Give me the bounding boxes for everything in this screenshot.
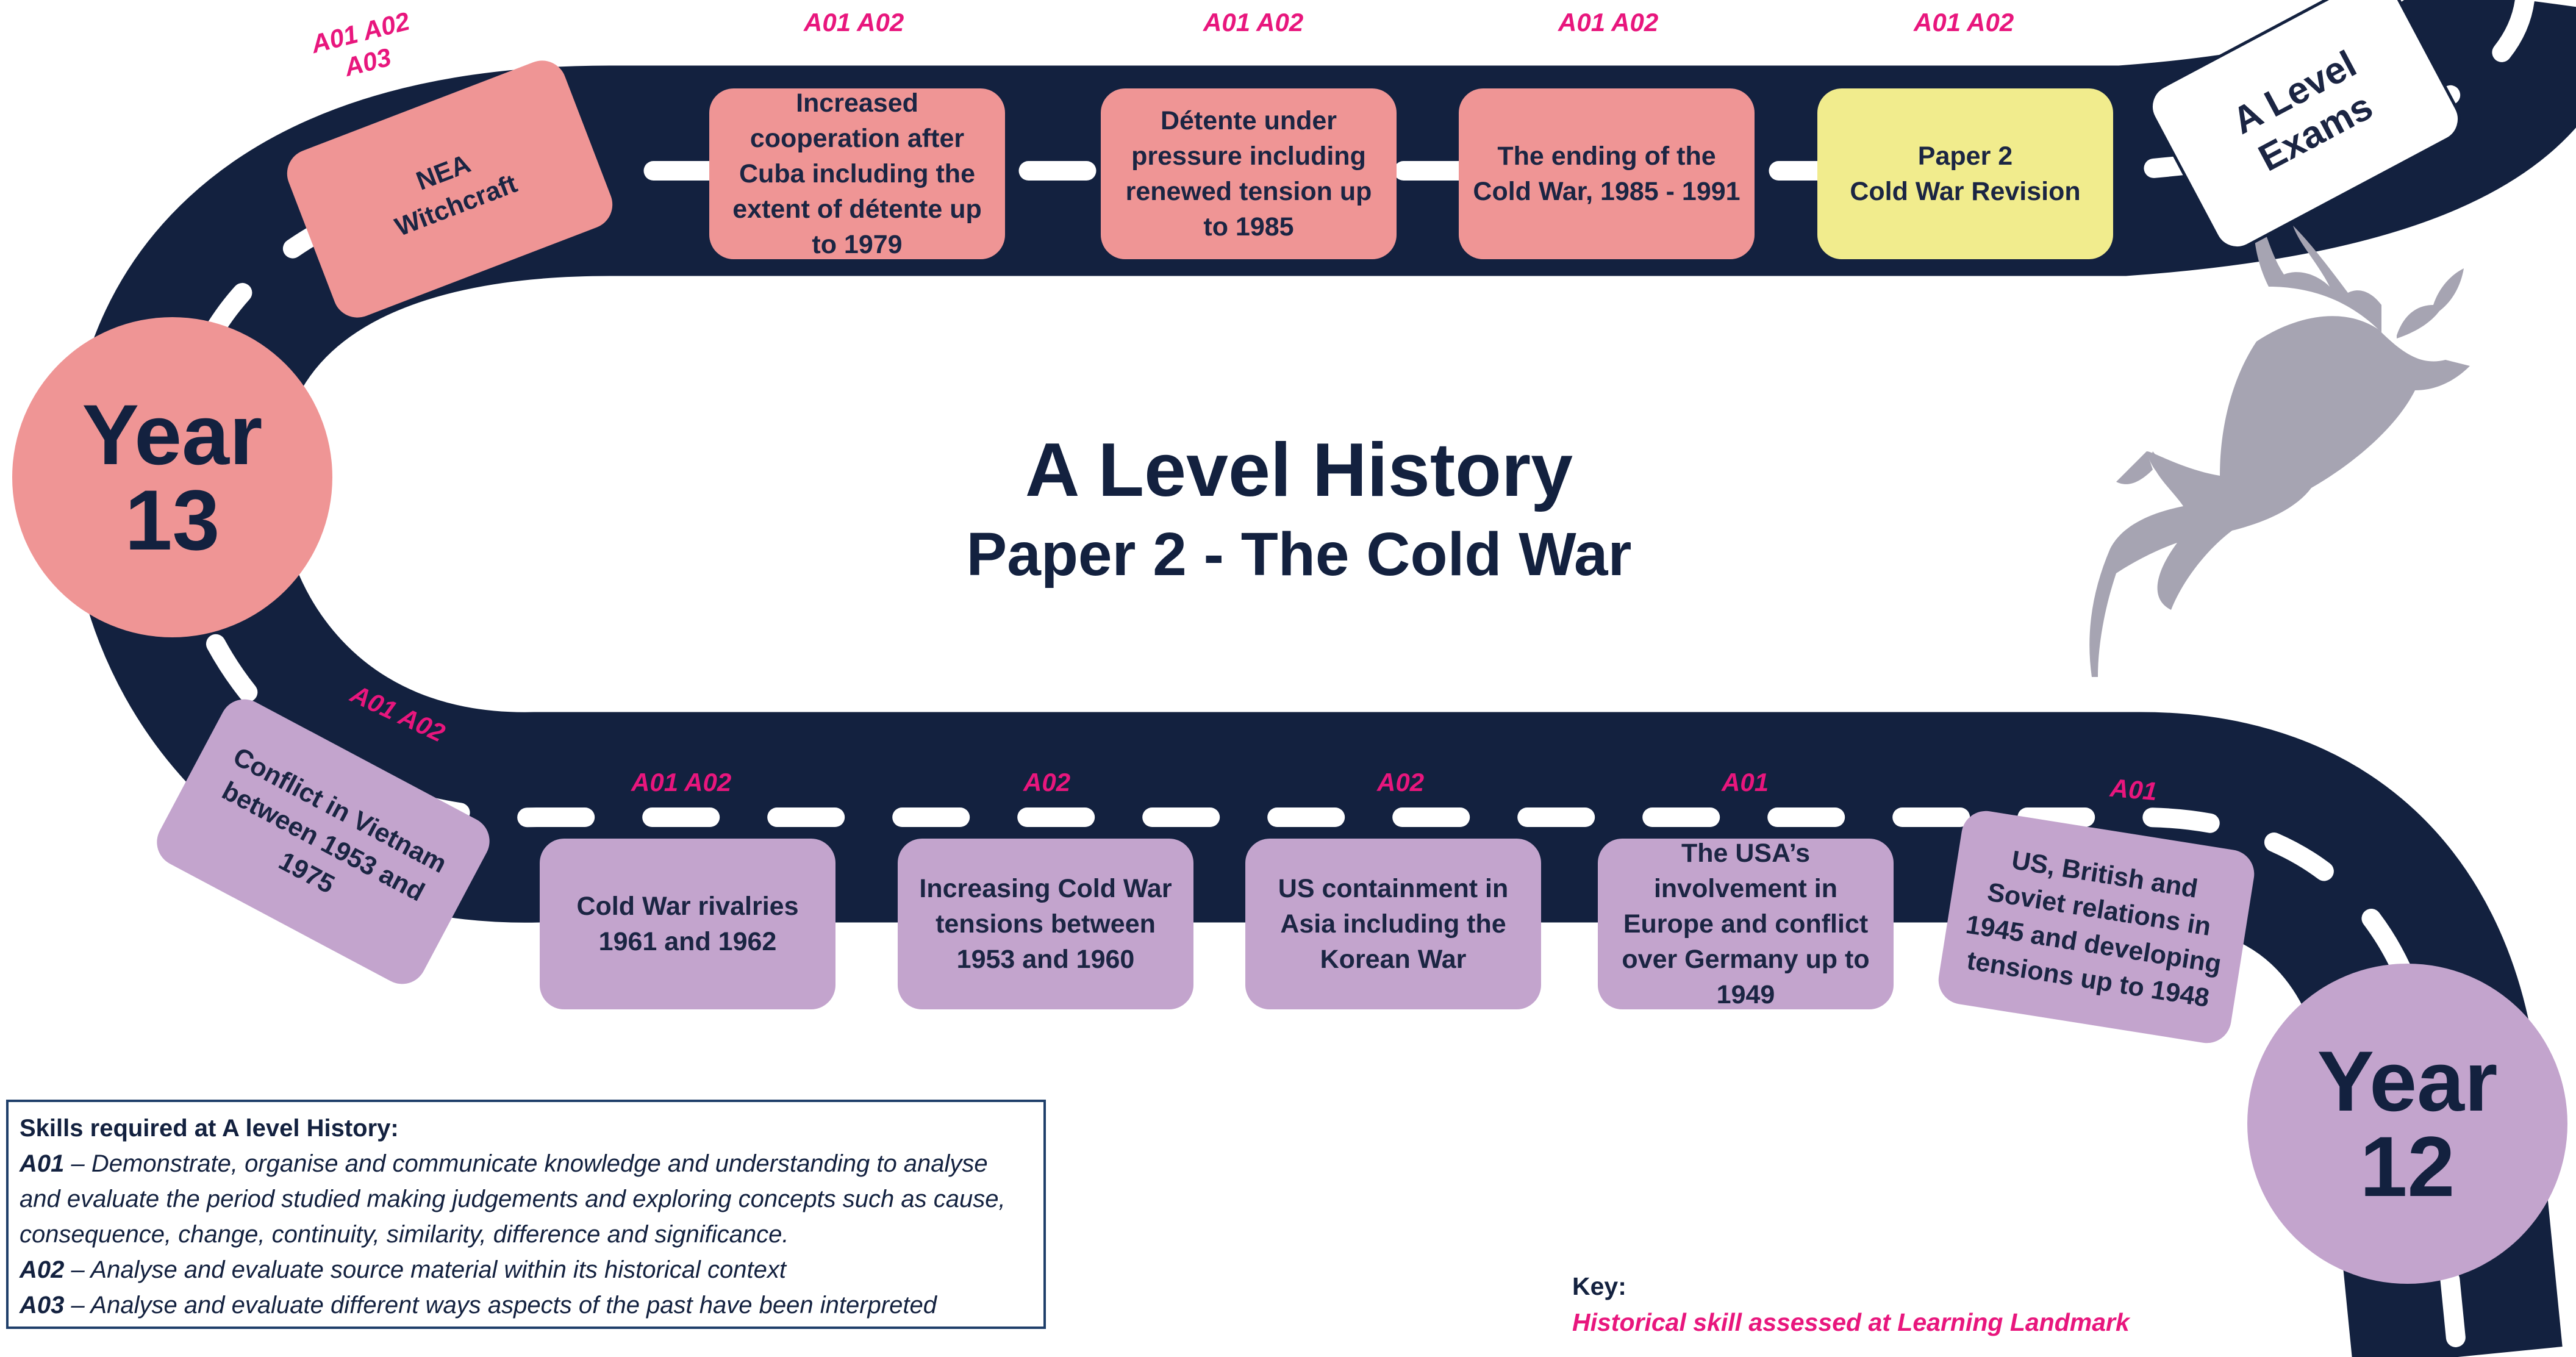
year-12-marker: Year 12: [2247, 964, 2567, 1284]
skill-tag: A01 A02: [1914, 8, 2014, 37]
skill-tag: A01: [2109, 773, 2159, 806]
year-13-marker: Year 13: [12, 317, 332, 637]
landmark-ending-cold-war: The ending of the Cold War, 1985 - 1991: [1459, 88, 1755, 259]
skills-key-item-a03: A03 – Analyse and evaluate different way…: [20, 1287, 1032, 1323]
landmark-cooperation-after-cuba: Increased cooperation after Cuba includi…: [709, 88, 1005, 259]
landmark-usa-involvement-europe: The USA’s involvement in Europe and conf…: [1598, 839, 1894, 1009]
skills-key-item-a01: A01 – Demonstrate, organise and communic…: [20, 1146, 1032, 1252]
year-12-number: 12: [2360, 1118, 2455, 1214]
landmark-cold-war-rivalries: Cold War rivalries 1961 and 1962: [540, 839, 835, 1009]
skill-code: A01: [20, 1150, 65, 1177]
landmark-paper2-revision: Paper 2 Cold War Revision: [1817, 88, 2113, 259]
landmark-increasing-tensions: Increasing Cold War tensions between 195…: [898, 839, 1193, 1009]
skills-key-heading: Skills required at A level History:: [20, 1115, 399, 1142]
year-13-label: Year: [82, 386, 263, 482]
skill-description: Analyse and evaluate source material wit…: [90, 1256, 786, 1283]
skill-dash: –: [64, 1256, 91, 1283]
skill-description: Demonstrate, organise and communicate kn…: [20, 1150, 1006, 1248]
skill-tag: A01 A02: [1558, 8, 1659, 37]
landmark-label: Paper 2 Cold War Revision: [1850, 141, 2081, 206]
skill-tag: A01: [1722, 768, 1769, 797]
landmark-label: Increasing Cold War tensions between 195…: [919, 873, 1172, 975]
landmark-label: NEA Witchcraft: [391, 149, 521, 243]
skill-code: A02: [20, 1256, 65, 1283]
skill-tag: A01 A02: [1203, 8, 1304, 37]
landmark-label: A Level Exams: [2225, 42, 2380, 180]
skill-description: Analyse and evaluate different ways aspe…: [90, 1292, 937, 1319]
skills-key-box: Skills required at A level History: A01 …: [6, 1100, 1046, 1329]
skill-dash: –: [64, 1150, 91, 1177]
legend-value: Historical skill assessed at Learning La…: [1572, 1308, 2130, 1337]
leaping-deer-icon: [2089, 207, 2470, 677]
page-title: A Level History: [1025, 428, 1573, 512]
skill-tag: A01 A02: [804, 8, 904, 37]
landmark-label: Détente under pressure including renewed…: [1125, 106, 1372, 242]
landmark-detente-under-pressure: Détente under pressure including renewed…: [1101, 88, 1397, 259]
landmark-label: The USA’s involvement in Europe and conf…: [1622, 838, 1870, 1010]
legend: Key: Historical skill assessed at Learni…: [1572, 1269, 2130, 1341]
year-13-number: 13: [124, 471, 220, 568]
skill-tag: A02: [1377, 768, 1425, 797]
landmark-label: Cold War rivalries 1961 and 1962: [576, 891, 799, 956]
skills-key-item-a02: A02 – Analyse and evaluate source materi…: [20, 1252, 1032, 1287]
landmark-label: Increased cooperation after Cuba includi…: [732, 88, 982, 260]
year-12-label: Year: [2317, 1033, 2498, 1129]
skill-dash: –: [64, 1292, 91, 1319]
skill-code: A03: [20, 1292, 65, 1319]
skill-tag: A02: [1023, 768, 1071, 797]
landmark-label: The ending of the Cold War, 1985 - 1991: [1473, 141, 1741, 206]
legend-label: Key:: [1572, 1272, 1626, 1300]
page-subtitle: Paper 2 - The Cold War: [966, 520, 1632, 589]
skill-tag: A01 A02: [631, 768, 732, 797]
landmark-label: US, British and Soviet relations in 1945…: [1964, 845, 2224, 1014]
landmark-us-containment-asia: US containment in Asia including the Kor…: [1245, 839, 1541, 1009]
landmark-label: US containment in Asia including the Kor…: [1278, 873, 1509, 975]
